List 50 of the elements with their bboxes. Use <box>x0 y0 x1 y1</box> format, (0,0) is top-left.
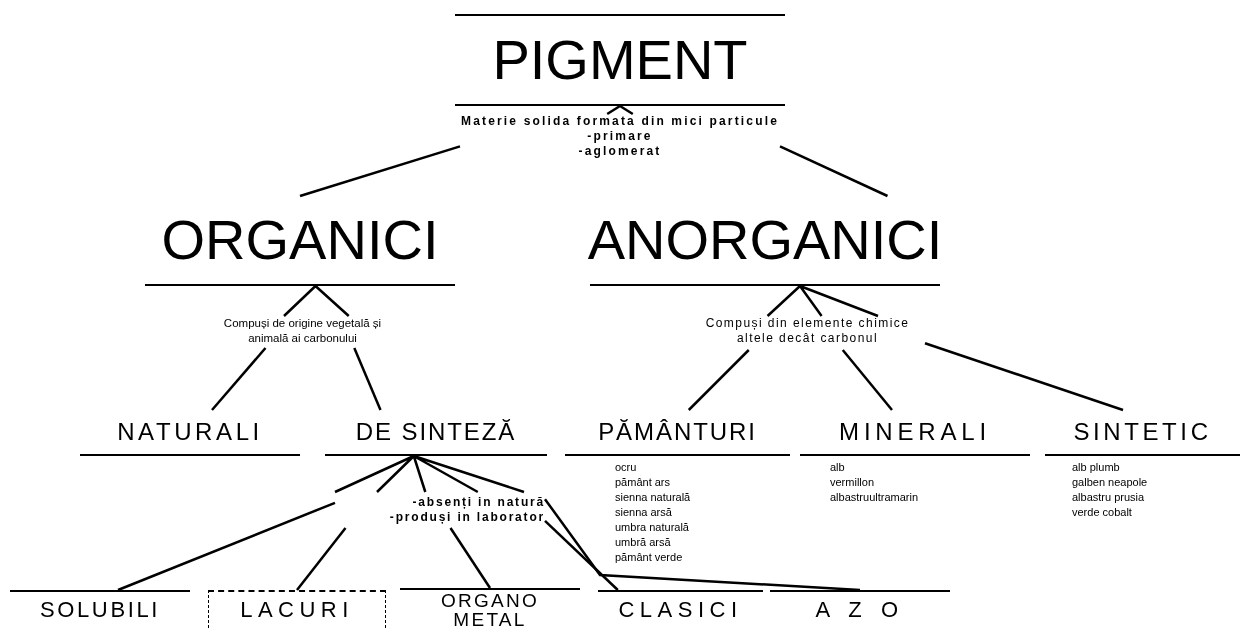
pigment-name: galben neapole <box>1072 475 1148 490</box>
connector-line <box>211 347 267 411</box>
type-heading: ORGANO METAL <box>439 590 541 629</box>
connector-line <box>117 501 336 592</box>
pigment-name: verde cobalt <box>1072 505 1133 520</box>
connector-line <box>766 284 880 318</box>
pigment-name: pământ ars <box>615 475 672 490</box>
pigment-name: ocru <box>615 460 638 475</box>
type-heading: CLASICI <box>618 599 743 621</box>
root-heading: PIGMENT <box>492 32 748 88</box>
connector-line <box>449 527 492 589</box>
description-text: Compuși din elemente chimice altele decât carbonul <box>704 316 911 346</box>
connector-line <box>687 349 750 411</box>
pigment-name: vermillon <box>830 475 875 490</box>
class-heading: PĂMÂNTURI <box>598 420 757 444</box>
connector-line <box>544 519 619 591</box>
type-heading: LACURI <box>240 599 354 621</box>
type-heading: SOLUBILI <box>39 599 161 621</box>
description-text: -absenți in natură <box>412 495 545 510</box>
category-heading: ANORGANICI <box>587 212 943 268</box>
connector-line <box>544 498 861 592</box>
connector-line <box>924 342 1124 412</box>
class-heading: DE SINTEZĂ <box>355 420 517 444</box>
connector-line <box>779 145 889 198</box>
type-heading: A Z O <box>815 599 905 621</box>
description-text: -aglomerat <box>578 144 662 159</box>
class-heading: SINTETIC <box>1073 420 1212 444</box>
connector-line <box>282 284 350 318</box>
pigment-name: alb <box>830 460 846 475</box>
connector-line <box>296 527 347 591</box>
connector-line <box>333 454 526 494</box>
pigment-name: sienna naturală <box>615 490 691 505</box>
pigment-name: umbra naturală <box>615 520 690 535</box>
class-heading: NATURALI <box>117 420 263 444</box>
pigment-name: pământ verde <box>615 550 684 565</box>
connector-line <box>605 104 635 116</box>
connector-line <box>841 349 893 411</box>
connector-line <box>299 145 461 198</box>
description-text: -produși in laborator <box>389 510 545 525</box>
pigment-name: albastru prusia <box>1072 490 1146 505</box>
pigment-name: sienna arsă <box>615 505 673 520</box>
pigment-name: albastruultramarin <box>830 490 919 505</box>
class-heading: MINERALI <box>839 420 991 444</box>
category-heading: ORGANICI <box>161 212 439 268</box>
pigment-name: alb plumb <box>1072 460 1121 475</box>
description-text: Compuși de origine vegetală și animală ai carbonului <box>222 316 383 346</box>
description-text: -primare <box>587 129 653 144</box>
connector-line <box>353 347 382 411</box>
pigment-name: umbră arsă <box>615 535 672 550</box>
description-text: Materie solida formata din mici particule <box>461 114 779 129</box>
